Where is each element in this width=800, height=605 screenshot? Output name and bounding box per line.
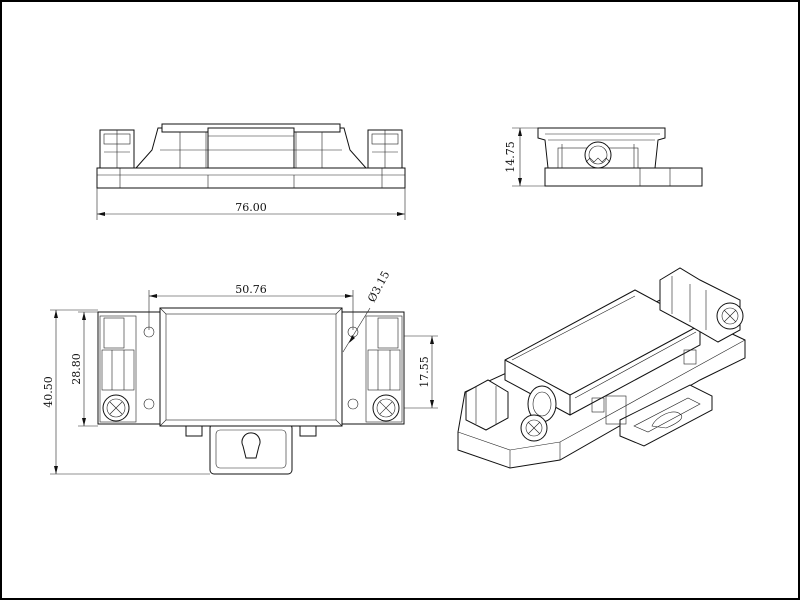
side-view: 14.75	[504, 127, 703, 187]
keyhole-slot	[241, 432, 261, 459]
front-center-module	[207, 127, 295, 169]
top-right-terminal	[365, 315, 403, 423]
front-view: 76.00	[96, 123, 406, 220]
top-view: 50.76 Ø3.15 40.50 28.80 17.55	[42, 269, 438, 475]
body-height-label: 28.80	[70, 353, 83, 385]
hole-spacing-label: 50.76	[235, 283, 267, 296]
top-center-body	[159, 307, 343, 427]
iso-keyhole	[651, 411, 683, 429]
height-dimension-label: 14.75	[504, 141, 517, 173]
hole-diameter-label: Ø3.15	[365, 269, 392, 305]
isometric-view	[457, 267, 746, 469]
front-base-plate	[96, 167, 406, 189]
iso-left-terminal	[465, 379, 509, 431]
terminal-height-label: 17.55	[418, 356, 431, 388]
mounting-hole-bottom-left	[143, 398, 155, 410]
overall-height-label: 40.50	[42, 376, 55, 408]
top-left-terminal	[99, 315, 137, 423]
iso-housing	[504, 289, 701, 416]
mounting-hole-bottom-right	[347, 398, 359, 410]
width-dimension-label: 76.00	[235, 201, 267, 214]
side-base-plate	[544, 167, 703, 187]
diameter-leader-line	[342, 307, 371, 353]
iso-mounting-tab	[619, 384, 713, 447]
